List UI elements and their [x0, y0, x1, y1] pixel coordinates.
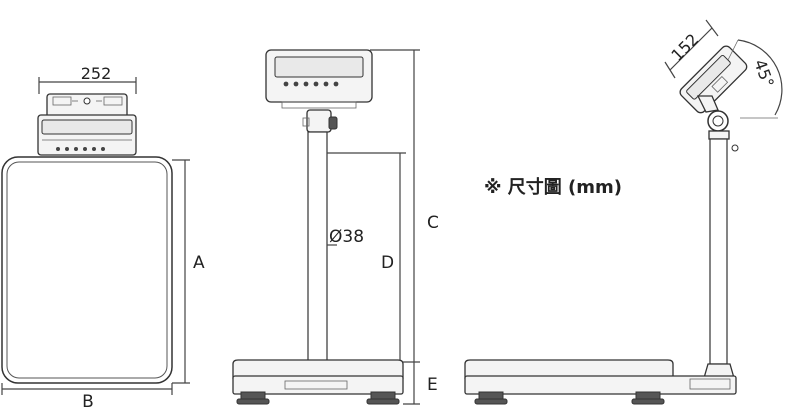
indicator-keypad: [56, 147, 105, 151]
dim-A-label: A: [193, 253, 205, 273]
side-indicator: [679, 45, 748, 114]
front-knob: [328, 116, 338, 130]
front-indicator-lcd: [274, 56, 364, 78]
front-pole: [307, 131, 328, 363]
diagram-title: ※ 尺寸圖 (mm): [484, 176, 622, 198]
side-view: 152 45°: [464, 19, 783, 405]
dim-indicator-depth: 152: [667, 30, 702, 65]
side-pole: [709, 138, 728, 365]
dim-pole-diameter: Ø38: [329, 227, 364, 247]
dim-B-label: B: [82, 392, 94, 412]
platform-inner: [6, 161, 168, 379]
side-base: [464, 359, 674, 379]
indicator-screw: [83, 97, 91, 105]
front-view: Ø38 C D E: [232, 49, 439, 405]
dim-width-label: 252: [81, 64, 112, 83]
dim-C-label: C: [427, 213, 439, 233]
front-base: [232, 359, 404, 379]
top-view: 252 A B: [1, 64, 205, 412]
dim-E-label: E: [427, 375, 438, 395]
front-mount: [306, 109, 332, 133]
indicator-rear-bracket: [52, 96, 72, 106]
dim-D-label: D: [381, 253, 394, 273]
indicator-lcd: [41, 119, 133, 135]
front-indicator-keypad: [283, 81, 339, 87]
